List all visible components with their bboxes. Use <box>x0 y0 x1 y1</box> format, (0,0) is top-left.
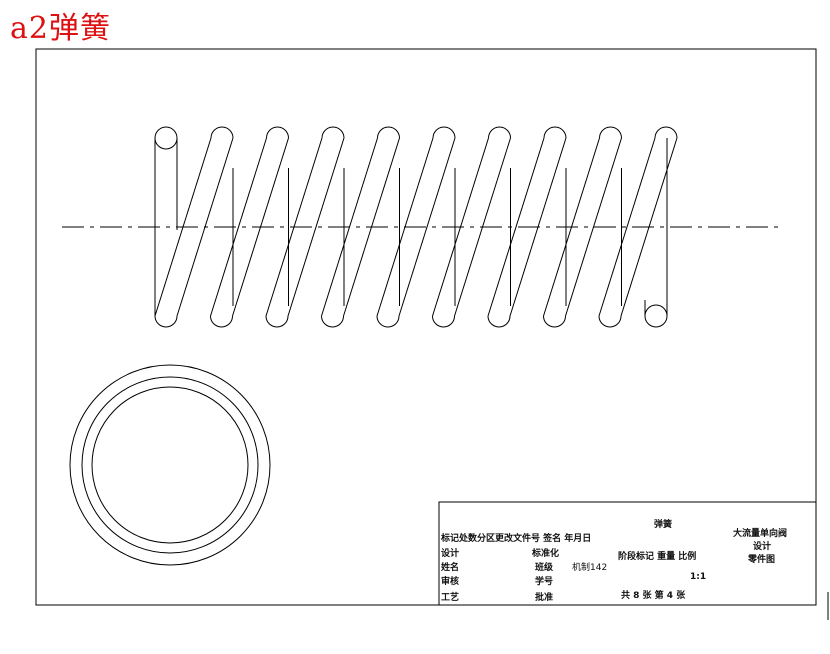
spring-coil-stroke <box>265 137 323 317</box>
spring-front-view <box>154 126 678 328</box>
end-view-inner-circle <box>91 386 249 544</box>
spring-coil-stroke <box>565 137 622 317</box>
spring-coil-bottom-arc <box>432 315 455 328</box>
spring-coil-stroke <box>210 137 267 317</box>
tb-standardization: 标准化 <box>532 549 560 559</box>
spring-coil-top-arc <box>266 126 289 139</box>
tb-sheet-info: 共 8 张 第 4 张 <box>621 591 686 601</box>
spring-coil-top-arc <box>654 126 678 139</box>
tb-name-label: 姓名 <box>441 563 460 573</box>
spring-coil-top-arc <box>377 126 400 139</box>
spring-coil-stroke <box>321 137 378 317</box>
spring-coil-bottom-arc <box>265 315 289 328</box>
tb-header-row: 标记处数分区更改文件号 签名 年月日 <box>441 534 592 544</box>
tb-drawing-type: 零件图 <box>748 555 776 565</box>
spring-coil-bottom-arc <box>321 315 344 328</box>
title-block-frame <box>438 501 817 606</box>
tb-review-label: 审核 <box>441 577 460 587</box>
tb-class-value: 机制142 <box>572 563 608 573</box>
tb-scale: 1:1 <box>690 572 707 582</box>
drawing-title: a2弹簧 <box>10 11 111 46</box>
tb-company: 大流量单向阀 <box>733 529 788 539</box>
tb-stage-mark: 阶段标记 重量 比例 <box>618 552 697 562</box>
end-view-outer-circle <box>69 364 271 566</box>
spring-coil-stroke <box>176 137 234 317</box>
spring-coil-stroke <box>454 137 511 317</box>
spring-coil-bottom-arc <box>487 315 511 328</box>
spring-coil-top-arc <box>210 126 234 139</box>
spring-coil-stroke <box>509 137 567 317</box>
spring-end-view <box>69 364 271 566</box>
spring-coil-stroke <box>543 137 600 317</box>
spring-coil-bottom-arc <box>376 315 400 328</box>
spring-coil-stroke <box>620 137 678 317</box>
spring-coil-stroke <box>343 137 400 317</box>
spring-coil-bottom-arc <box>154 315 178 328</box>
spring-coil-stroke <box>376 137 434 317</box>
tb-design: 设计 <box>753 542 772 552</box>
tb-approve-label: 批准 <box>535 593 554 603</box>
tb-student-id-label: 学号 <box>535 577 554 587</box>
spring-coil-stroke <box>398 137 456 317</box>
tb-part-name: 弹簧 <box>654 520 673 530</box>
tb-design-label: 设计 <box>441 549 460 559</box>
spring-coil-stroke <box>287 137 345 317</box>
end-view-middle-circle <box>81 376 259 554</box>
spring-top-end-circle <box>154 126 178 150</box>
spring-coil-stroke <box>487 137 545 317</box>
spring-coil-top-arc <box>599 126 622 139</box>
tb-class-label: 班级 <box>535 563 554 573</box>
tb-process-label: 工艺 <box>441 593 460 603</box>
drawing-frame <box>35 48 817 606</box>
spring-coil-top-arc <box>432 126 456 139</box>
spring-coil-stroke <box>154 137 212 317</box>
spring-coil-top-arc <box>321 126 345 139</box>
spring-coil-bottom-arc <box>598 315 622 328</box>
spring-coil-bottom-arc <box>543 315 566 328</box>
spring-coil-stroke <box>432 137 489 317</box>
spring-coil-top-arc <box>543 126 567 139</box>
spring-coil-stroke <box>598 137 656 317</box>
spring-coil-bottom-arc <box>210 315 233 328</box>
spring-coil-top-arc <box>488 126 511 139</box>
spring-coil-stroke <box>232 137 289 317</box>
spring-bottom-end-circle <box>644 304 668 328</box>
